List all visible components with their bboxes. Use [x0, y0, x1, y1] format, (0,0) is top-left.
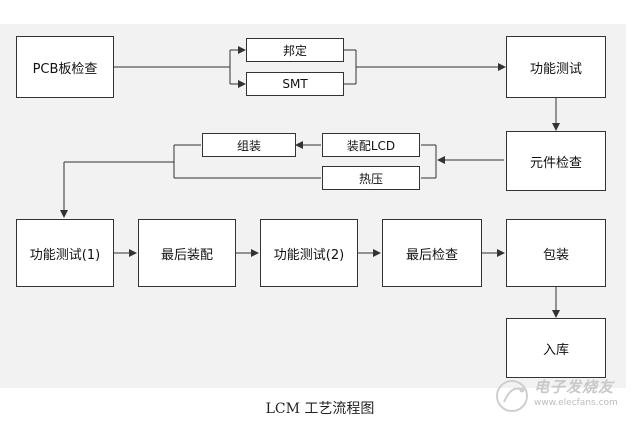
watermark: 电子发烧友 www.elecfans.com	[490, 374, 630, 418]
node-pcb-check: PCB板检查	[16, 36, 114, 98]
node-bonding: 邦定	[246, 38, 344, 62]
node-pcb-check-label: PCB板检查	[32, 61, 98, 77]
node-func-test-2-label: 功能测试(2)	[273, 247, 345, 263]
node-final-check: 最后检查	[382, 219, 482, 287]
node-assembly: 组装	[202, 133, 296, 157]
node-warehousing-label: 入库	[542, 342, 569, 358]
node-hot-press-label: 热压	[358, 171, 383, 186]
node-packaging: 包装	[506, 219, 606, 287]
node-hot-press: 热压	[322, 166, 420, 190]
node-packaging-label: 包装	[542, 247, 569, 263]
node-lcd-assembly-label: 装配LCD	[346, 138, 396, 153]
node-func-test-1-label: 功能测试(1)	[29, 247, 101, 263]
node-func-test: 功能测试	[506, 36, 606, 98]
node-bonding-label: 邦定	[282, 43, 307, 58]
figure-caption: LCM 工艺流程图	[265, 401, 375, 417]
node-assembly-label: 组装	[236, 138, 261, 153]
node-component-check-label: 元件检查	[529, 155, 582, 171]
watermark-url: www.elecfans.com	[534, 398, 618, 408]
node-func-test-label: 功能测试	[529, 61, 582, 77]
node-warehousing: 入库	[506, 318, 606, 378]
node-final-check-label: 最后检查	[405, 247, 458, 263]
watermark-logo-icon	[496, 380, 528, 412]
node-func-test-2: 功能测试(2)	[260, 219, 358, 287]
node-smt-label: SMT	[282, 77, 308, 91]
node-final-assembly: 最后装配	[138, 219, 236, 287]
node-func-test-1: 功能测试(1)	[16, 219, 114, 287]
node-component-check: 元件检查	[506, 131, 606, 191]
node-smt: SMT	[246, 72, 344, 96]
watermark-name: 电子发烧友	[534, 378, 615, 396]
node-lcd-assembly: 装配LCD	[322, 133, 420, 157]
node-final-assembly-label: 最后装配	[160, 247, 213, 263]
